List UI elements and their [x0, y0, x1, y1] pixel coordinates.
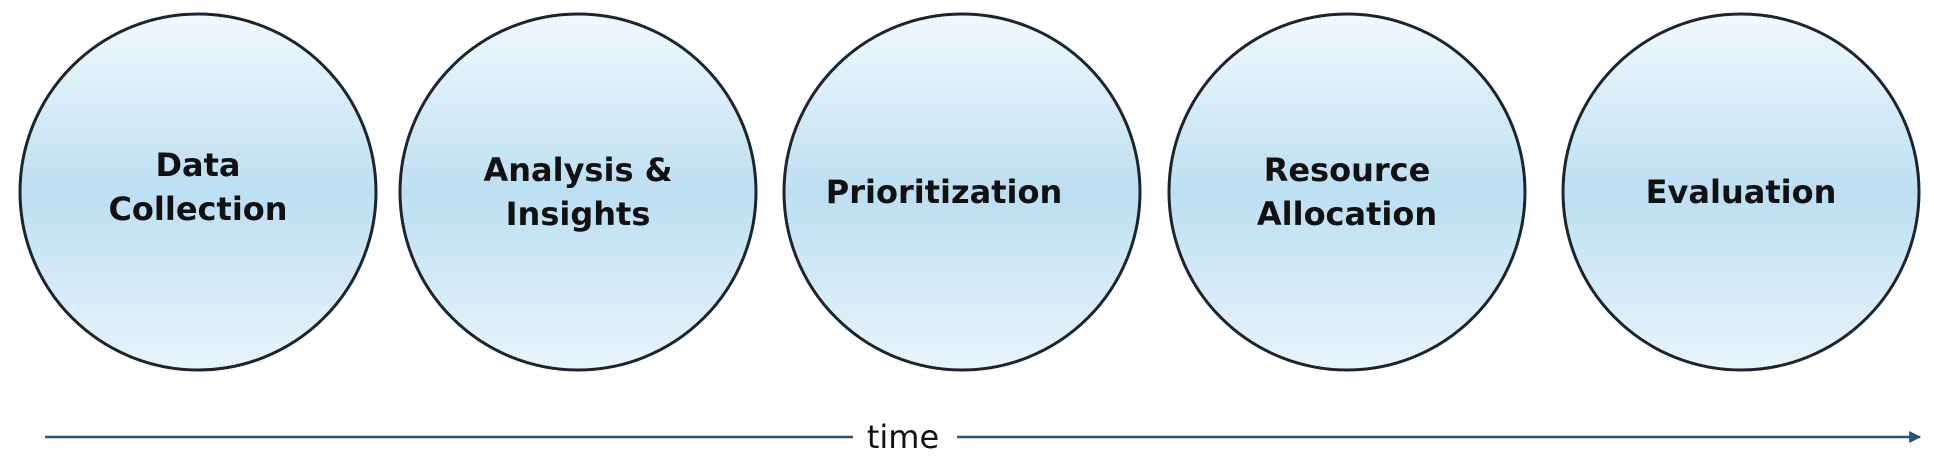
stage-label-line2: Allocation — [1257, 195, 1437, 233]
stage-circle — [18, 12, 378, 372]
stage-label-line1: Prioritization — [826, 173, 1062, 211]
stage-circle — [398, 12, 758, 372]
timeline: time — [45, 418, 1922, 456]
stage-label-line2: Insights — [506, 195, 651, 233]
stage-circle — [1167, 12, 1527, 372]
stage-circle — [782, 12, 1142, 372]
stage-analysis-insights: Analysis & Insights — [398, 12, 758, 372]
stage-data-collection: Data Collection — [18, 12, 378, 372]
stage-circle — [1561, 12, 1921, 372]
stage-evaluation: Evaluation — [1561, 12, 1921, 372]
stage-resource-allocation: Resource Allocation — [1167, 12, 1527, 372]
stage-label-line1: Evaluation — [1646, 173, 1837, 211]
stage-label-line1: Resource — [1264, 151, 1431, 189]
stage-label-line2: Collection — [108, 190, 287, 228]
timeline-label: time — [867, 418, 939, 456]
stage-label-line1: Data — [155, 146, 240, 184]
stage-label-line1: Analysis & — [483, 151, 672, 189]
stage-prioritization: Prioritization — [782, 12, 1142, 372]
